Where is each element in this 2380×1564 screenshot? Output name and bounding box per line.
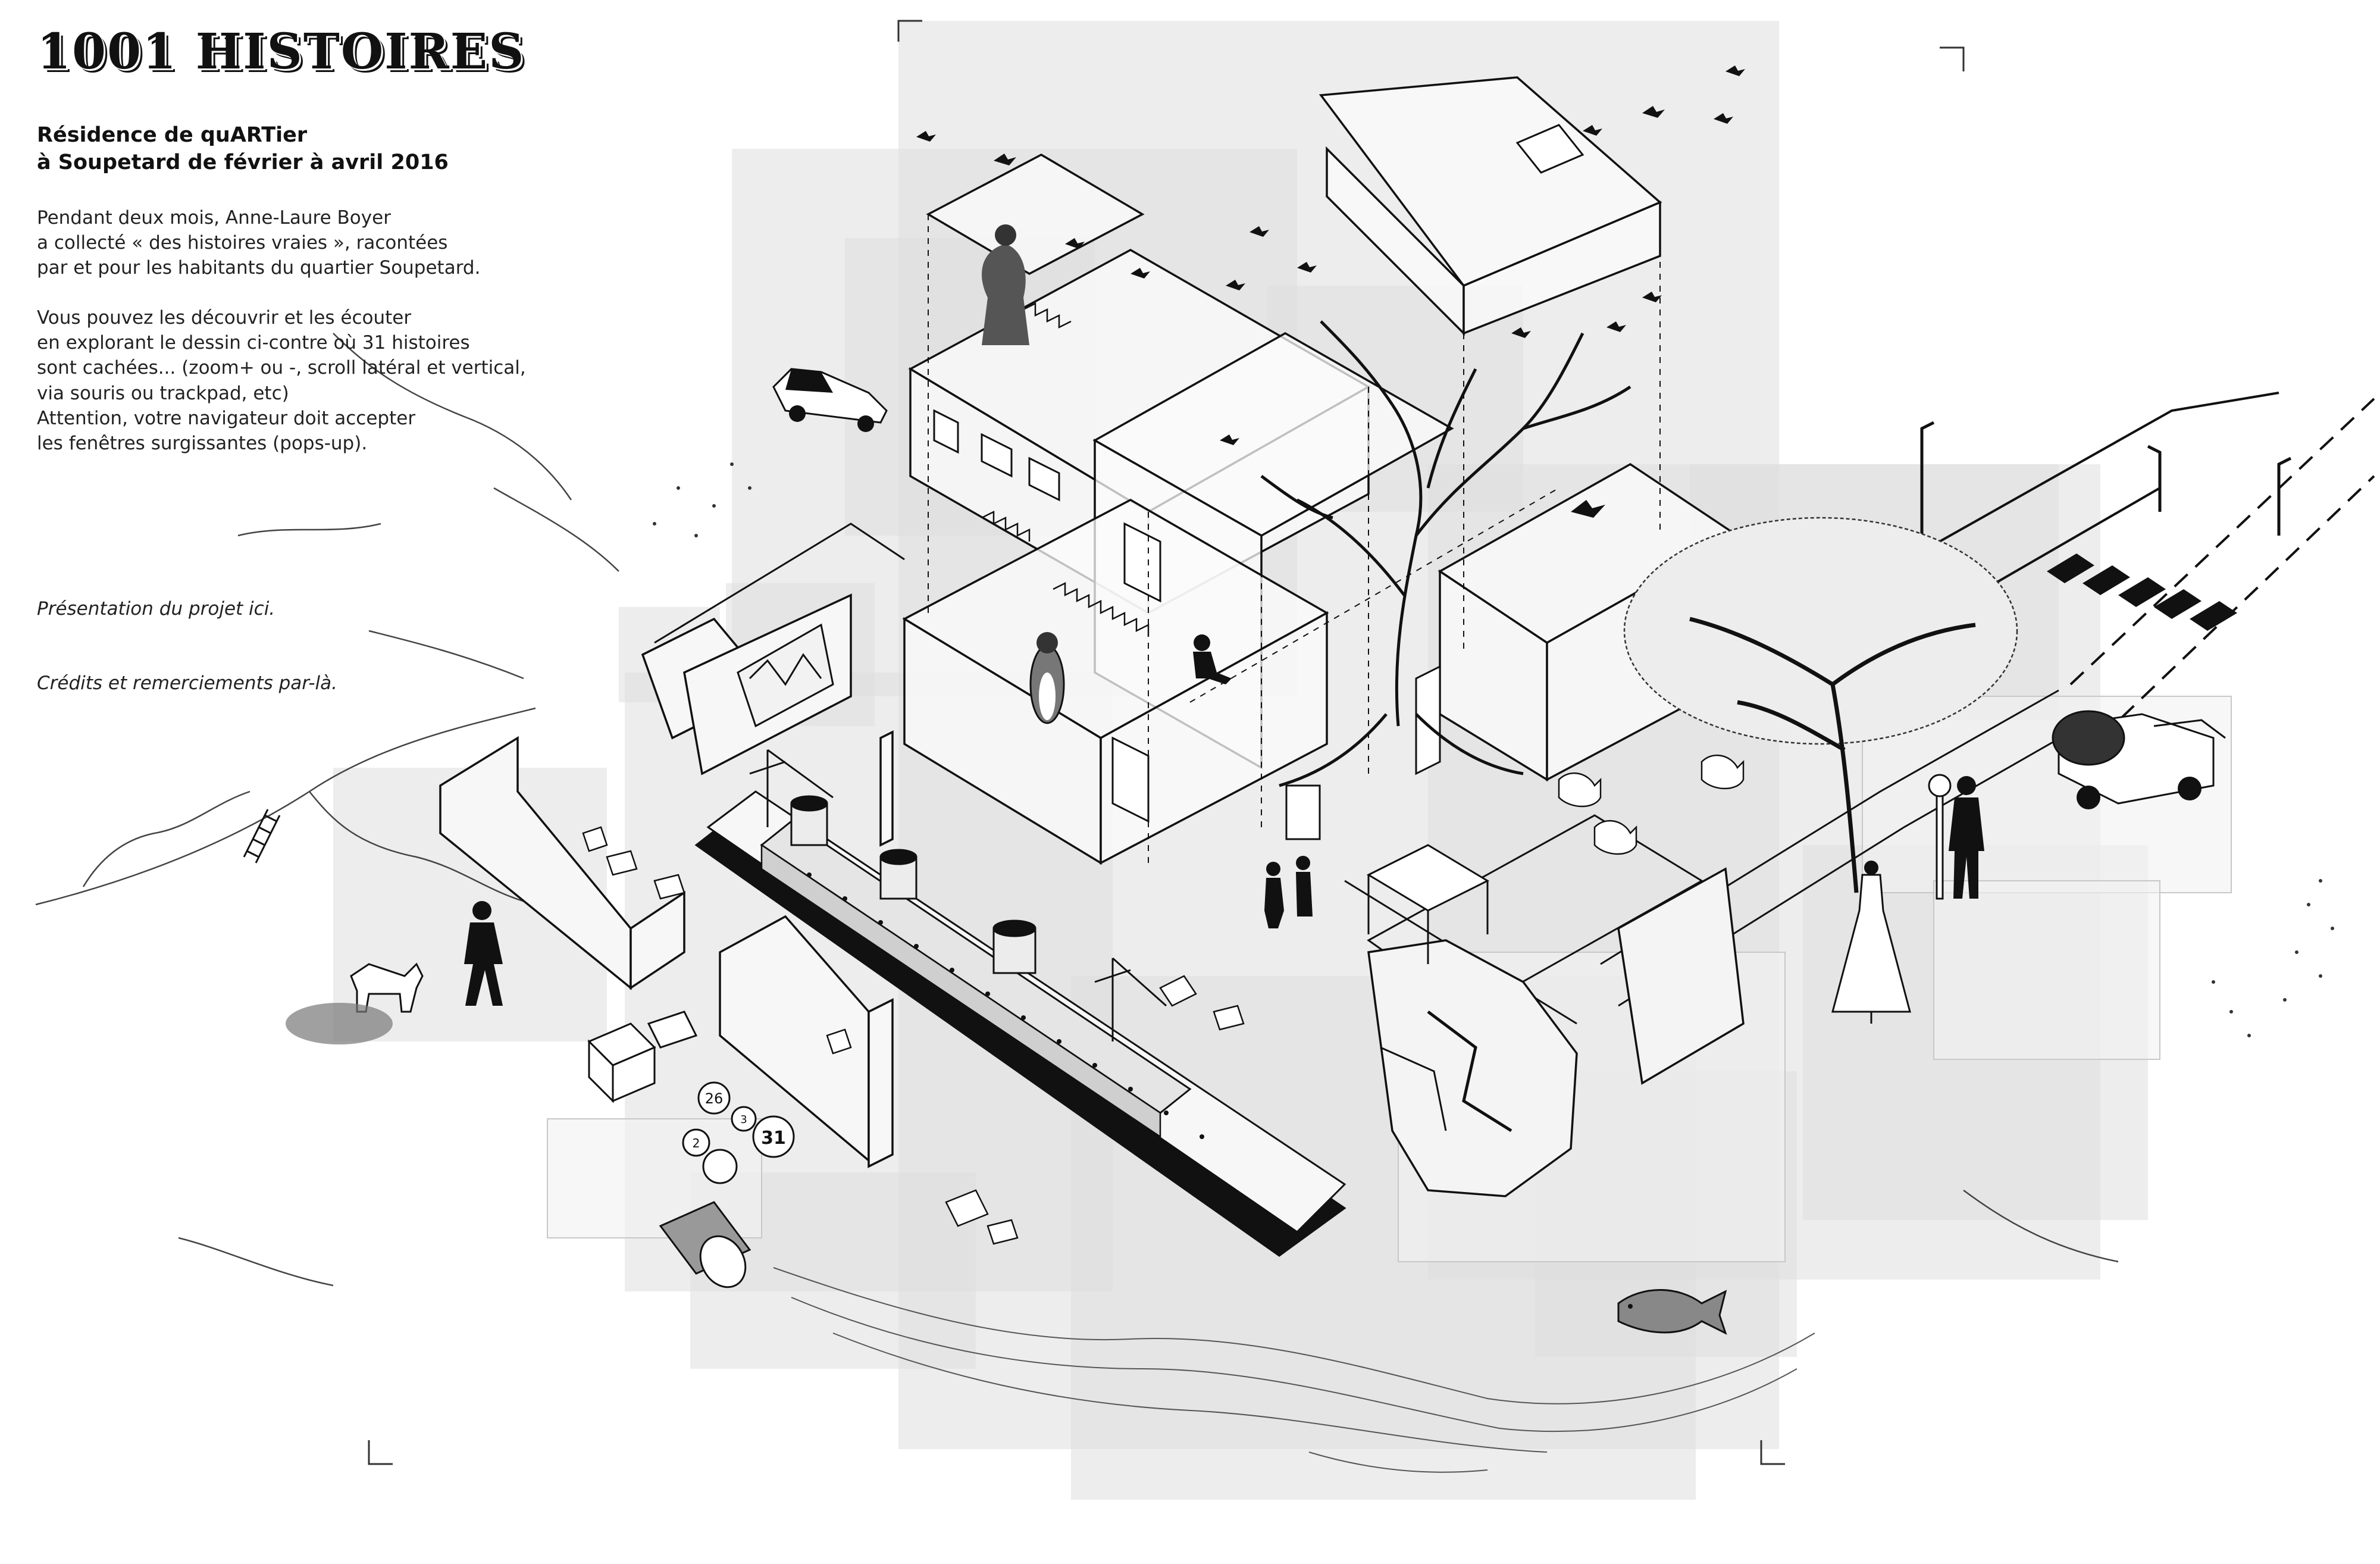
staircase[interactable] xyxy=(981,302,1150,637)
lottery-ball-label: 26 xyxy=(705,1090,724,1107)
birds xyxy=(916,65,1745,518)
cracked-rock xyxy=(1367,867,1745,1197)
walking-man[interactable] xyxy=(464,901,503,1006)
credits-link[interactable]: Crédits et remerciements par-là. xyxy=(37,672,338,694)
lottery-ball[interactable]: 31 xyxy=(752,1115,795,1158)
fish[interactable] xyxy=(1617,1289,1727,1335)
instructions-line: Attention, votre navigateur doit accepte… xyxy=(37,407,416,429)
workbench xyxy=(1285,784,1490,964)
presentation-link[interactable]: Présentation du projet ici. xyxy=(37,598,275,620)
lottery-ball-label: 31 xyxy=(761,1128,786,1149)
man-with-key[interactable] xyxy=(1928,774,1984,900)
lottery-ball-label: 2 xyxy=(693,1136,700,1150)
subtitle-line: Résidence de quARTier xyxy=(37,123,308,148)
van[interactable] xyxy=(2052,710,2226,809)
ocean-liner[interactable] xyxy=(694,749,1346,1257)
ladder xyxy=(243,809,281,864)
car-hearse[interactable] xyxy=(772,368,888,432)
site-title: 1001 HISTOIRES xyxy=(37,23,525,80)
chickens[interactable] xyxy=(1558,754,1745,855)
lottery-ball[interactable]: 26 xyxy=(697,1081,731,1115)
stacked-boxes[interactable] xyxy=(587,1011,698,1103)
intro-description: Pendant deux mois, Anne-Laure Boyer a co… xyxy=(37,205,572,456)
building[interactable] xyxy=(879,76,1740,865)
cherry-tree[interactable] xyxy=(1623,517,2018,893)
rubble-pit xyxy=(737,623,834,728)
wedding-dress[interactable] xyxy=(1831,861,1911,1024)
lottery-ball[interactable]: 3 xyxy=(731,1106,757,1132)
description-line: par et pour les habitants du quartier So… xyxy=(37,257,481,279)
rubble-fragments xyxy=(582,826,1245,1245)
subtitle-line: à Soupetard de février à avril 2016 xyxy=(37,151,449,175)
instructions-line: en explorant le dessin ci-contre où 31 h… xyxy=(37,332,470,354)
projection-lines xyxy=(928,202,1661,869)
intro-panel: 1001 HISTOIRES Résidence de quARTier à S… xyxy=(37,24,572,456)
big-tree[interactable] xyxy=(1260,320,1631,787)
river xyxy=(773,1267,1815,1473)
penguin[interactable] xyxy=(1029,632,1065,724)
specks xyxy=(653,462,2334,1037)
description-line: Pendant deux mois, Anne-Laure Boyer xyxy=(37,207,391,229)
lottery-ball[interactable]: 2 xyxy=(682,1128,710,1157)
instructions-line: les fenêtres surgissantes (pops-up). xyxy=(37,432,368,454)
instructions-line: via souris ou trackpad, etc) xyxy=(37,382,289,404)
residency-subtitle: Résidence de quARTier à Soupetard de fév… xyxy=(37,121,572,176)
lottery-ball-label: 3 xyxy=(740,1113,747,1126)
lottery-balls[interactable]: 26 31 2 3 xyxy=(682,1081,795,1184)
tipped-bin[interactable] xyxy=(659,1201,754,1295)
credits-link-row: Crédits et remerciements par-là. xyxy=(37,672,572,694)
building-windows xyxy=(933,124,1584,823)
ground-cracks xyxy=(35,333,2119,1287)
registration-marks xyxy=(368,20,1965,1465)
presentation-link-row: Présentation du projet ici. xyxy=(37,598,572,620)
zebra-crossing xyxy=(2047,553,2237,631)
instructions-line: sont cachées... (zoom+ ou -, scroll laté… xyxy=(37,357,526,379)
description-line: a collecté « des histoires vraies », rac… xyxy=(37,232,448,254)
residents[interactable] xyxy=(982,224,1313,928)
paragraph-gap xyxy=(37,280,572,305)
instructions-line: Vous pouvez les découvrir et les écouter xyxy=(37,307,412,329)
street-lamps xyxy=(1920,421,2292,559)
dog[interactable] xyxy=(286,962,424,1044)
